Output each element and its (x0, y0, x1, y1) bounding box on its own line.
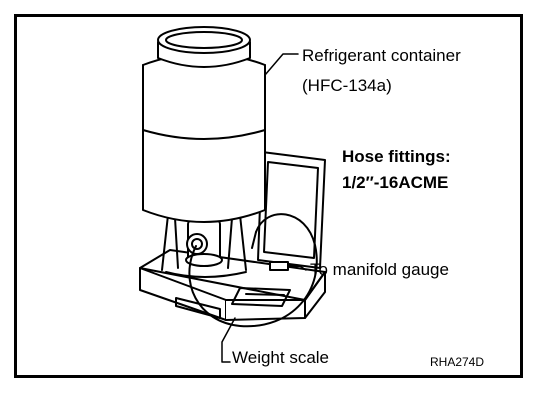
hose (188, 213, 318, 328)
refrigerant-container (142, 26, 266, 223)
container-leader-line (264, 53, 299, 76)
figure-code: RHA274D (430, 355, 485, 369)
scale-leader-line (221, 317, 236, 363)
container-type-label: (HFC-134a) (302, 76, 392, 95)
container-stand (161, 214, 247, 278)
hose-fittings-spec: 1/2″-16ACME (342, 173, 449, 192)
container-label: Refrigerant container (302, 46, 461, 65)
hose-fittings-label: Hose fittings: (342, 147, 451, 166)
weight-scale-label: Weight scale (232, 348, 330, 367)
leader-lines (221, 53, 307, 363)
manifold-leader-line (299, 265, 307, 271)
manifold-gauge-label: To manifold gauge (310, 260, 449, 279)
